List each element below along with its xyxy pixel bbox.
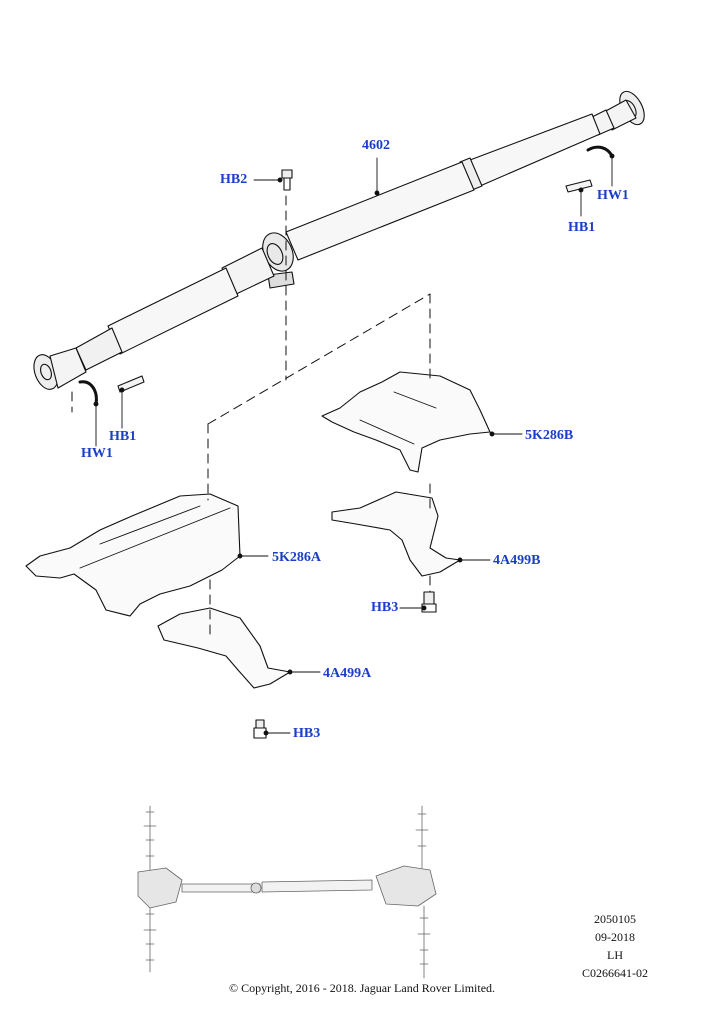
- meta-line-4: C0266641-02: [582, 966, 648, 980]
- meta-line-3: LH: [607, 948, 623, 962]
- meta-line-2: 09-2018: [595, 930, 635, 944]
- callout-hw1-right: HW1: [597, 188, 629, 203]
- callout-hb3-lower: HB3: [293, 726, 321, 741]
- callout-hb2: HB2: [220, 172, 248, 187]
- rear-flange: [589, 90, 645, 136]
- hb1-left-bolt: [117, 375, 145, 393]
- callout-hb1-right: HB1: [568, 220, 596, 235]
- callout-hw1-left: HW1: [81, 446, 113, 461]
- propeller-shaft: [33, 90, 645, 390]
- bracket-4a499a: [157, 607, 291, 689]
- callout-4a499b: 4A499B: [493, 553, 541, 568]
- heat-shield-5k286a: [25, 493, 241, 617]
- front-flange: [33, 347, 87, 390]
- callout-hb1-left: HB1: [109, 429, 137, 444]
- hw1-right-clip: [586, 145, 614, 158]
- hb2-bolt: [281, 169, 293, 191]
- leader-lines: [93, 153, 615, 736]
- callout-5k286a: 5K286A: [272, 550, 321, 565]
- hb1-right-bolt: [565, 179, 593, 193]
- meta-line-1: 2050105: [594, 912, 636, 926]
- callout-hb3-upper: HB3: [371, 600, 399, 615]
- document-meta: 2050105 09-2018 LH C0266641-02: [582, 910, 648, 982]
- vehicle-locator-thumbnail: [137, 805, 437, 979]
- callout-4a499a: 4A499A: [323, 666, 372, 681]
- hw1-left-clip: [78, 380, 98, 406]
- bracket-4a499b: [331, 491, 461, 577]
- callout-5k286b: 5K286B: [525, 428, 574, 443]
- assembly-lines: [71, 195, 431, 641]
- hb3-upper-bolt: [421, 591, 437, 613]
- hb3-lower-bolt: [253, 719, 267, 739]
- copyright-notice: © Copyright, 2016 - 2018. Jaguar Land Ro…: [228, 981, 496, 995]
- heat-shield-5k286b: [321, 371, 491, 473]
- callout-4602: 4602: [362, 138, 390, 153]
